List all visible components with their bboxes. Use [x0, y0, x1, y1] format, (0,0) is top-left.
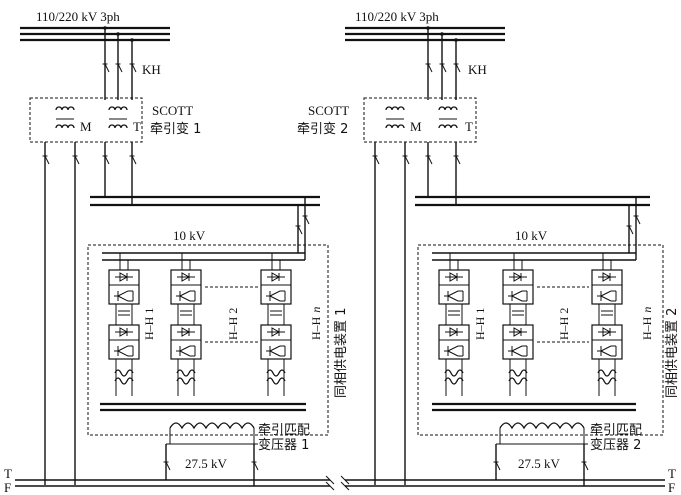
match-transformer-line1-2: 牵引匹配 [590, 423, 642, 438]
scott-label-1: SCOTT [152, 103, 193, 118]
hh-label-1-1: H–H 1 [142, 308, 156, 340]
rail-t-left: T [4, 466, 12, 481]
station-2: 110/220 kV 3ph KH M T SCOTT 牵引变 2 1 [297, 9, 680, 486]
bus-voltage-label-2: 10 kV [515, 228, 548, 243]
device-label-1: 同相供电装置 1 [334, 308, 349, 398]
transformer-name-2: 牵引变 2 [297, 121, 348, 137]
traction-rails: T F T F [4, 466, 676, 495]
rail-f-left: F [4, 480, 11, 495]
converter-column-1 [108, 253, 140, 396]
match-transformer-line2-1: 变压器 1 [258, 437, 309, 453]
breaker-label-1: KH [142, 62, 161, 77]
grid-voltage-label-2: 110/220 kV 3ph [355, 9, 439, 24]
t-winding-label-1: T [133, 119, 141, 134]
m-winding-label-1: M [80, 119, 92, 134]
converter-column-2-2 [502, 253, 534, 396]
device-label-2: 同相供电装置 2 [665, 308, 680, 398]
hh-label-1-n: H–Hn [309, 307, 323, 340]
rail-f-right: F [668, 480, 675, 495]
station-1: 110/220 kV 3ph KH M T SCOTT 牵引变 1 [20, 9, 349, 486]
grid-voltage-label-1: 110/220 kV 3ph [36, 9, 120, 24]
transformer-name-1: 牵引变 1 [150, 121, 201, 137]
converter-column-n [260, 253, 292, 396]
hh-label-2-n: H–Hn [640, 307, 654, 340]
hh-label-2-1: H–H 1 [473, 308, 487, 340]
converter-column-2-1 [438, 253, 470, 396]
hh-label-1-2: H–H 2 [226, 308, 240, 340]
m-winding-label-2: M [410, 119, 422, 134]
converter-column-2 [170, 253, 202, 396]
feed-voltage-label-1: 27.5 kV [185, 456, 228, 471]
breaker-label-2: KH [468, 62, 487, 77]
rail-t-right: T [668, 466, 676, 481]
converter-column-2-n [591, 253, 623, 396]
match-transformer-line2-2: 变压器 2 [590, 437, 641, 453]
hh-label-2-2: H–H 2 [557, 308, 571, 340]
feed-voltage-label-2: 27.5 kV [518, 456, 561, 471]
t-winding-label-2: T [465, 119, 473, 134]
scott-label-2: SCOTT [308, 103, 349, 118]
bus-voltage-label-1: 10 kV [173, 228, 206, 243]
match-transformer-line1-1: 牵引匹配 [258, 423, 310, 438]
